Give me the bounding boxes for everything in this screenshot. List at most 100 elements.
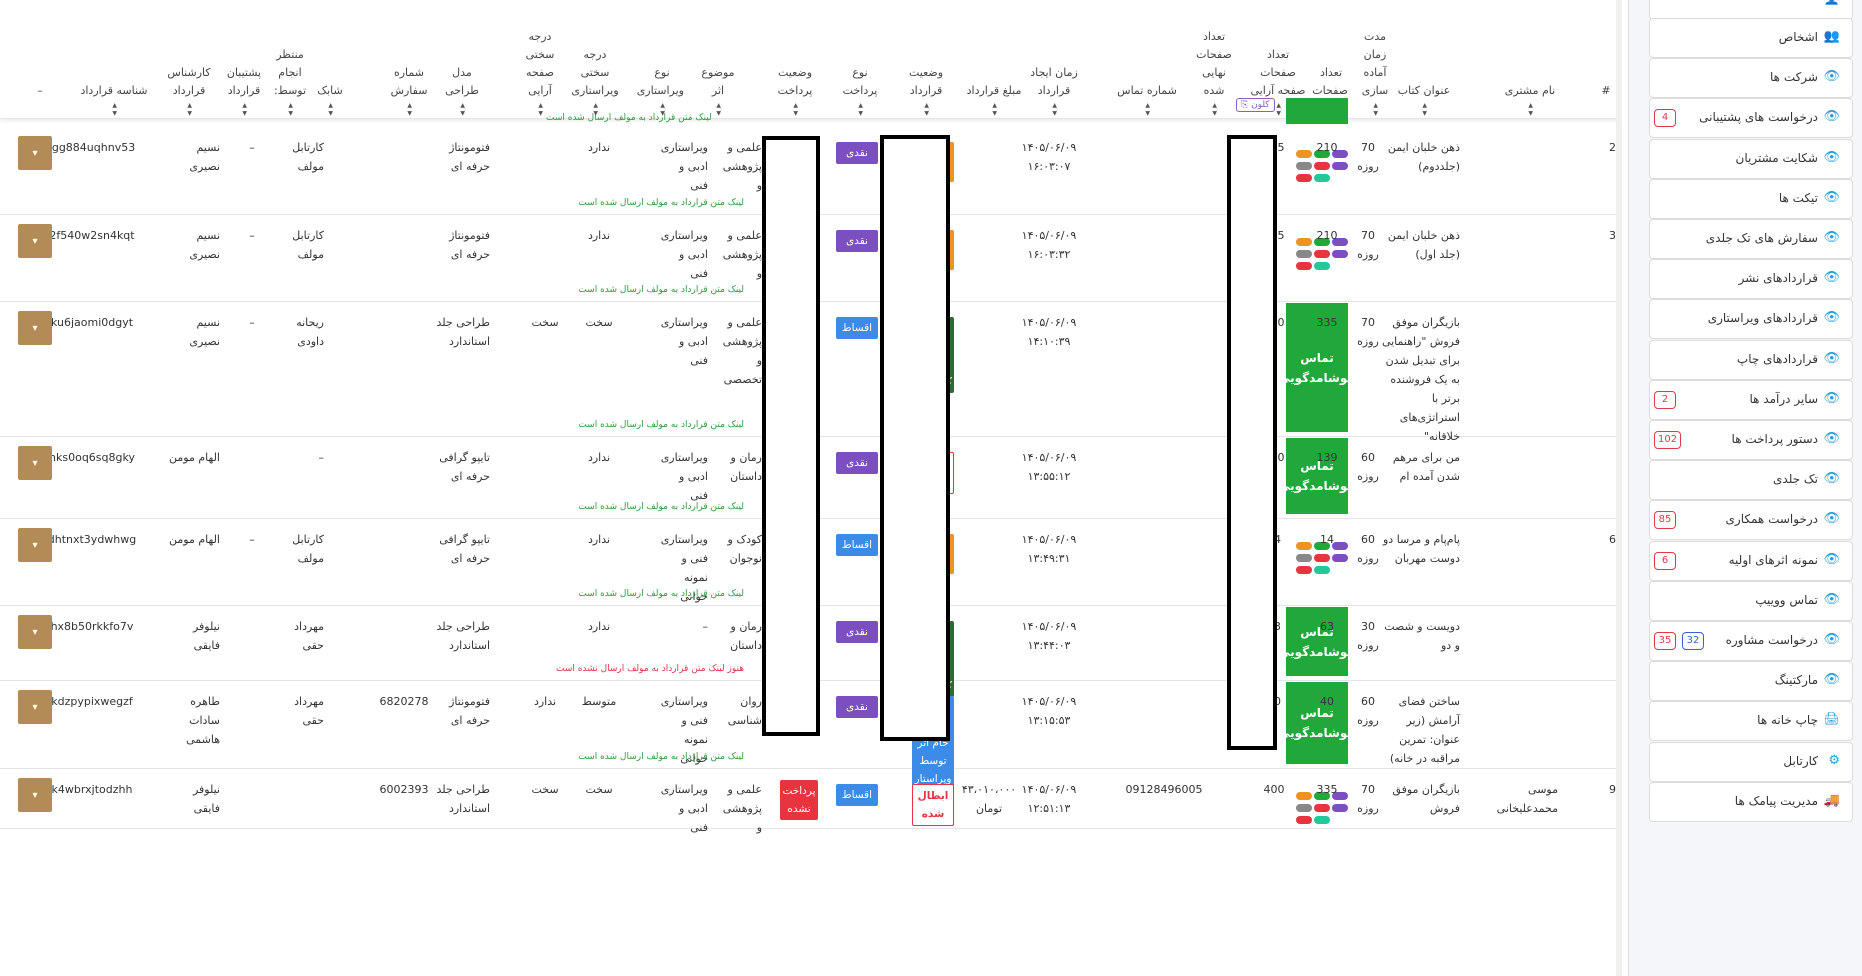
column-header-edittype[interactable]: نوع ویراستاری [636, 66, 684, 97]
sort-icon[interactable]: ▲▼ [793, 102, 798, 117]
column-header-status[interactable]: وضعیت قرارداد [908, 66, 944, 97]
contract-link-note: لینک متن قرارداد به مولف ارسال شده است [578, 502, 744, 512]
sort-icon[interactable]: ▲▼ [1145, 102, 1150, 117]
column-header-topic[interactable]: موضوع اثر [701, 66, 735, 97]
column-header-minus[interactable]: – [37, 84, 43, 97]
clone-button[interactable]: ⎘ کلون [1236, 98, 1275, 112]
welcome-call-button[interactable]: تماس خوشامدگویی [1278, 682, 1356, 764]
sidebar-item[interactable]: 👁شرکت ها [1649, 58, 1853, 99]
row-actions-dropdown[interactable]: ▾ [18, 224, 52, 258]
sidebar-item[interactable]: 👁شکایت مشتریان [1649, 138, 1853, 179]
column-header-book[interactable]: عنوان کتاب [1397, 84, 1451, 97]
welcome-call-button[interactable] [1286, 98, 1348, 124]
sidebar-item[interactable]: 👁قراردادهای نشر [1649, 259, 1853, 300]
welcome-call-button[interactable]: تماس خوشامدگویی [1278, 303, 1356, 432]
column-header-expert[interactable]: کارشناس قرارداد [167, 66, 211, 97]
row-actions-dropdown[interactable]: ▾ [18, 615, 52, 649]
sort-icon[interactable]: ▲▼ [1422, 102, 1427, 117]
sort-icon[interactable]: ▲▼ [924, 102, 929, 117]
column-header-created[interactable]: زمان ایجاد قرارداد [1030, 66, 1078, 97]
cell-topic: رمان و داستان [730, 620, 762, 652]
cell-design: فتومونتاژ حرفه ای [449, 695, 490, 727]
sort-icon[interactable]: ▲▼ [1212, 102, 1217, 117]
column-header-final_pages[interactable]: تعداد صفحات نهایی شده [1196, 30, 1232, 97]
sort-icon[interactable]: ▲▼ [716, 102, 721, 117]
column-header-layout_pages[interactable]: تعداد صفحات صفحه آرایی [1250, 48, 1306, 97]
redacted-block [762, 136, 820, 736]
sidebar-item[interactable]: 👁مارکتینگ [1649, 661, 1853, 702]
sidebar-item[interactable]: 🚚مدیریت پیامک ها [1649, 781, 1853, 822]
status-dots[interactable] [1288, 238, 1348, 278]
sort-icon[interactable]: ▲▼ [328, 102, 333, 117]
column-header-support[interactable]: پشتیبان قرارداد [226, 66, 262, 97]
cell-topic: رمان و داستان [730, 451, 762, 483]
sort-icon[interactable]: ▲▼ [1373, 102, 1378, 117]
column-header-amount[interactable]: مبلغ قرارداد [966, 84, 1022, 97]
column-header-waiting[interactable]: منتظر انجام توسط: [273, 48, 307, 97]
status-dots[interactable] [1288, 792, 1348, 832]
scrollbar[interactable] [1616, 0, 1622, 976]
column-header-shabak[interactable]: شابک [317, 84, 343, 97]
sort-icon[interactable]: ▲▼ [660, 102, 665, 117]
sidebar-item[interactable]: 🖨چاپ خانه ها [1649, 701, 1853, 742]
sort-icon[interactable]: ▲▼ [288, 102, 293, 117]
sidebar-item[interactable]: 👁سفارش های تک جلدی [1649, 219, 1853, 259]
sort-icon[interactable]: ▲▼ [242, 102, 247, 117]
row-actions-dropdown[interactable]: ▾ [18, 446, 52, 480]
sidebar-item[interactable]: 👁قراردادهای چاپ [1649, 339, 1853, 380]
eye-icon: 👁 [1823, 109, 1840, 125]
sort-icon[interactable]: ▲▼ [1052, 102, 1057, 117]
count-badge: 6 [1654, 551, 1676, 570]
sort-icon[interactable]: ▲▼ [460, 102, 465, 117]
sort-icon[interactable]: ▲▼ [593, 102, 598, 117]
sort-icon[interactable]: ▲▼ [112, 102, 117, 117]
column-header-edit_diff[interactable]: درجه سختی ویراستاری [571, 48, 619, 97]
column-header-paytype[interactable]: نوع پرداخت [842, 66, 878, 97]
sidebar-item[interactable]: ⚙کارتابل [1649, 741, 1853, 782]
sidebar-item[interactable]: 👁تک جلدی [1649, 460, 1853, 501]
sidebar-item[interactable]: 👁قراردادهای ویراستاری [1649, 299, 1853, 340]
row-actions-dropdown[interactable]: ▾ [18, 690, 52, 724]
sort-icon[interactable]: ▲▼ [1276, 102, 1281, 117]
sort-icon[interactable]: ▲▼ [407, 102, 412, 117]
sort-icon[interactable]: ▲▼ [858, 102, 863, 117]
column-header-contract_id[interactable]: شناسه قرارداد [80, 84, 148, 97]
row-actions-dropdown[interactable]: ▾ [18, 778, 52, 812]
sort-icon[interactable]: ▲▼ [538, 102, 543, 117]
column-header-paystatus[interactable]: وضعیت پرداخت [777, 66, 813, 97]
column-header-phone[interactable]: شماره تماس [1117, 84, 1177, 97]
row-actions-dropdown[interactable]: ▾ [18, 311, 52, 345]
row-actions-dropdown[interactable]: ▾ [18, 136, 52, 170]
column-header-pages[interactable]: تعداد صفحات [1312, 66, 1348, 97]
status-dots[interactable] [1288, 150, 1348, 190]
column-header-order[interactable]: شماره سفارش [390, 66, 428, 97]
sidebar-item[interactable]: 👤 [1649, 0, 1853, 20]
cell-expert: طاهره سادات هاشمی [186, 695, 220, 746]
sort-icon[interactable]: ▲▼ [992, 102, 997, 117]
sidebar-item[interactable]: 👁تماس ووییپ [1649, 580, 1853, 621]
welcome-call-button[interactable]: تماس خوشامدگویی [1278, 438, 1356, 514]
column-header-prep[interactable]: مدت زمان آماده سازی [1361, 30, 1389, 97]
status-dots[interactable] [1288, 542, 1348, 582]
sort-icon[interactable]: ▲▼ [187, 102, 192, 117]
row-number: 6 [1609, 533, 1616, 546]
sidebar-item-label: دستور پرداخت ها [1731, 432, 1818, 446]
sidebar-item[interactable]: 👁تیکت ها [1649, 178, 1853, 219]
row-actions-dropdown[interactable]: ▾ [18, 528, 52, 562]
column-header-design[interactable]: مدل طراحی [445, 66, 479, 97]
sort-icon[interactable]: ▲▼ [1528, 102, 1533, 117]
sidebar-item-label: درخواست های پشتیبانی [1699, 110, 1818, 125]
cell-expert: الهام مومن [169, 451, 220, 464]
welcome-call-button[interactable]: تماس خوشامدگویی [1278, 607, 1356, 676]
sidebar-item[interactable]: 👥اشخاص [1649, 18, 1853, 58]
column-header-customer[interactable]: نام مشتری [1504, 84, 1556, 97]
cell-waiting: ریحانه داودی [296, 316, 324, 348]
column-header-layout_diff[interactable]: درجه سختی صفحه آرایی [525, 30, 555, 97]
column-header-hash[interactable]: # [1601, 84, 1611, 97]
